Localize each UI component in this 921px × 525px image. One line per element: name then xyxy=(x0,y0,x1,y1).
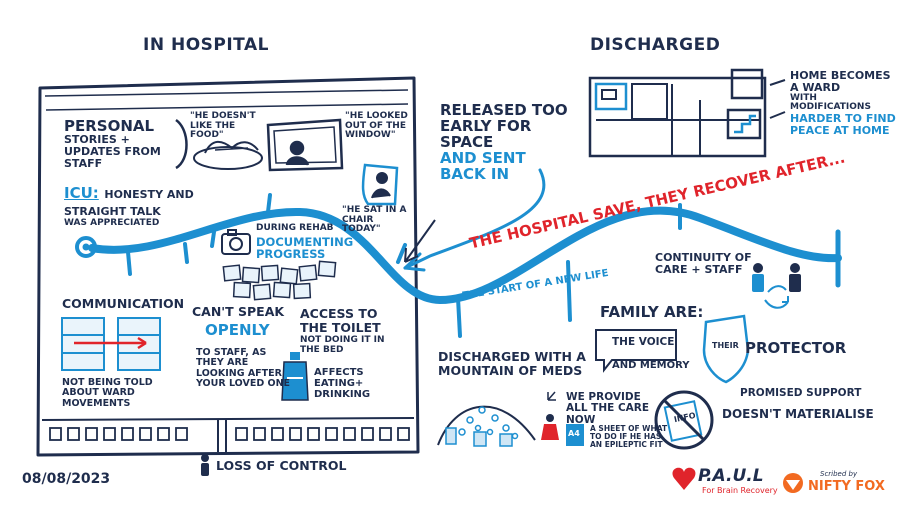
heading-in-hospital: IN HOSPITAL xyxy=(143,35,269,55)
toilet-sub: NOT DOING IT IN THE BED xyxy=(300,335,385,355)
a4-label: A4 xyxy=(568,429,580,438)
nifty-fox-text: NIFTY FOX xyxy=(808,479,885,494)
shield-drawing xyxy=(702,314,750,384)
icu-small: WAS APPRECIATED xyxy=(64,217,160,228)
with-mods: WITH MODIFICATIONS xyxy=(790,92,871,113)
ward-doors xyxy=(61,317,161,371)
quote-window: "HE LOOKED OUT OF THE WINDOW" xyxy=(345,111,408,141)
voice-bubble xyxy=(595,329,677,373)
home-block: HOME BECOMES A WARD WITH MODIFICATIONS H… xyxy=(790,70,900,137)
camera-drawing xyxy=(221,229,251,255)
paul-logo-text: P.A.U.L xyxy=(698,466,764,486)
sheet-text: A SHEET OF WHAT TO DO IF HE HAS AN EPILE… xyxy=(590,424,668,450)
photo-strip xyxy=(222,260,337,301)
hospital-windows xyxy=(49,427,410,441)
a4-sheet-drawing xyxy=(566,424,584,446)
personal-block: PERSONAL STORIES + UPDATES FROM STAFF xyxy=(64,118,179,170)
quote-food: "HE DOESN'T LIKE THE FOOD" xyxy=(190,111,256,141)
small-arrow xyxy=(404,219,436,263)
toilet-title: ACCESS TO THE TOILET xyxy=(300,306,381,335)
openly-word: OPENLY xyxy=(205,321,270,339)
curved-arrow xyxy=(403,168,546,272)
carer-figure xyxy=(541,391,559,440)
quote-chair: "HE SAT IN A CHAIR TODAY" xyxy=(342,205,407,235)
communication-title: COMMUNICATION xyxy=(62,296,185,311)
icu-text: HONESTY AND STRAIGHT TALK xyxy=(64,188,194,219)
heading-discharged: DISCHARGED xyxy=(590,35,721,55)
window-picture xyxy=(266,118,344,172)
info-no-sign xyxy=(654,390,714,450)
the-voice: THE VOICE xyxy=(612,336,675,348)
personal-sub: STORIES + UPDATES FROM STAFF xyxy=(64,133,161,170)
food-plate xyxy=(175,118,263,170)
scribed-by: Scribed by xyxy=(820,470,858,478)
icu-label: ICU: xyxy=(64,184,99,202)
released-text: RELEASED TOO EARLY FOR SPACE xyxy=(440,101,568,152)
their-word: THEIR xyxy=(712,341,739,350)
person-figure xyxy=(201,454,209,476)
hospital-building xyxy=(36,76,420,457)
water-bottle xyxy=(281,352,309,401)
continuity-people xyxy=(752,263,801,309)
meds-text: DISCHARGED WITH A MOUNTAIN OF MEDS xyxy=(438,349,586,378)
date-stamp: 08/08/2023 xyxy=(22,471,111,487)
paul-heart-logo xyxy=(672,467,696,490)
sent-back-text: AND SENT BACK IN xyxy=(440,149,526,184)
cant-speak-sub: TO STAFF, AS THEY ARE LOOKING AFTER YOUR… xyxy=(196,347,291,389)
rehab-small: DURING REHAB xyxy=(256,223,334,233)
continuity-text: CONTINUITY OF CARE + STAFF xyxy=(655,251,752,276)
family-are: FAMILY ARE: xyxy=(600,303,704,321)
and-memory: AND MEMORY xyxy=(612,360,690,371)
journey-line xyxy=(75,193,842,338)
harder-peace: HARDER TO FIND PEACE AT HOME xyxy=(790,112,896,138)
home-ward-drawing xyxy=(588,68,786,158)
personal-title: PERSONAL xyxy=(64,117,155,135)
not-materialise: DOESN'T MATERIALISE xyxy=(722,407,874,421)
icu-block: ICU: HONESTY AND STRAIGHT TALK WAS APPRE… xyxy=(64,184,194,228)
paul-tagline: For Brain Recovery xyxy=(702,486,778,495)
provide-care: WE PROVIDE ALL THE CARE NOW xyxy=(566,391,650,426)
loss-of-control: LOSS OF CONTROL xyxy=(216,458,347,473)
promised-support: PROMISED SUPPORT xyxy=(740,387,862,399)
fox-logo-mark xyxy=(783,473,803,493)
meds-mountain xyxy=(437,405,536,447)
chair-drawing xyxy=(361,163,399,206)
cant-speak: CAN'T SPEAK xyxy=(192,304,285,319)
affects-eating: AFFECTS EATING+ DRINKING xyxy=(314,367,371,400)
ward-moves-text: NOT BEING TOLD ABOUT WARD MOVEMENTS xyxy=(62,377,153,409)
home-ward: HOME BECOMES A WARD xyxy=(790,69,891,94)
protector-word: PROTECTOR xyxy=(745,339,847,357)
rehab-main: DOCUMENTING PROGRESS xyxy=(256,235,354,262)
